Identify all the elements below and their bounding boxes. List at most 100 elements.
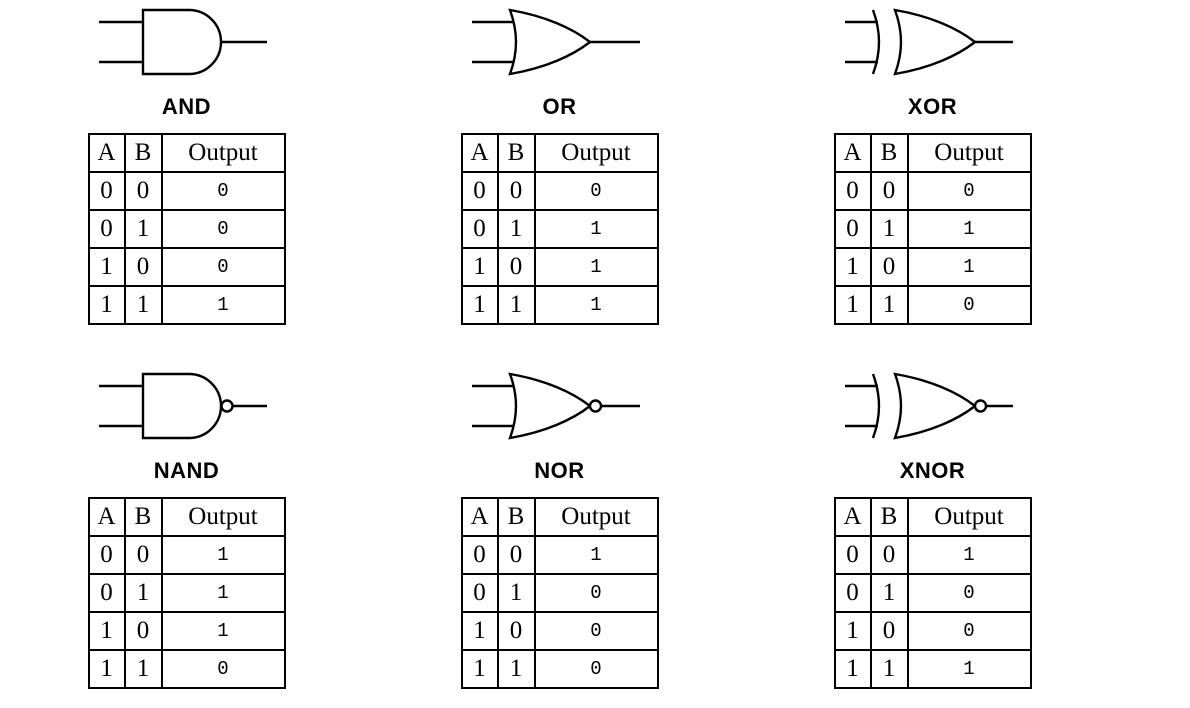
cell-output: 1 — [160, 611, 286, 651]
cell-output: 1 — [533, 535, 659, 575]
table-row: 1 0 1 — [460, 247, 659, 287]
cell-output: 0 — [906, 611, 1032, 651]
header-cell-b: B — [496, 497, 536, 537]
table-row: 0 1 0 — [460, 573, 659, 613]
cell-b: 1 — [123, 649, 163, 689]
table-row: 0 0 1 — [87, 535, 286, 575]
cell-a: 0 — [833, 535, 872, 575]
cell-a: 0 — [87, 171, 126, 211]
cell-b: 1 — [869, 573, 909, 613]
header-cell-output: Output — [906, 497, 1032, 537]
cell-b: 0 — [869, 611, 909, 651]
cell-b: 0 — [123, 171, 163, 211]
cell-b: 1 — [123, 209, 163, 249]
table-header-row: A B Output — [833, 133, 1032, 173]
table-row: 1 0 1 — [833, 247, 1032, 287]
header-cell-b: B — [869, 497, 909, 537]
cell-b: 1 — [869, 649, 909, 689]
cell-b: 0 — [496, 171, 536, 211]
xnor-gate-icon — [844, 372, 1013, 440]
cell-b: 0 — [123, 247, 163, 287]
gate-label-xnor: XNOR — [899, 458, 966, 483]
cell-b: 0 — [496, 247, 536, 287]
gate-label-nand: NAND — [153, 458, 220, 483]
cell-a: 0 — [460, 209, 499, 249]
cell-a: 0 — [460, 535, 499, 575]
cell-output: 1 — [160, 573, 286, 613]
cell-b: 0 — [869, 247, 909, 287]
truth-table-xnor: A B Output 0 0 1 0 1 0 1 0 0 1 1 — [833, 497, 1032, 689]
cell-a: 1 — [87, 649, 126, 689]
header-cell-a: A — [87, 133, 126, 173]
header-cell-b: B — [123, 497, 163, 537]
cell-a: 1 — [87, 285, 126, 325]
header-cell-output: Output — [906, 133, 1032, 173]
cell-b: 1 — [496, 209, 536, 249]
table-row: 1 1 0 — [833, 285, 1032, 325]
gate-panel-nand: NAND A B Output 0 0 1 0 1 1 1 0 1 — [0, 354, 373, 708]
or-gate-icon — [471, 8, 640, 76]
cell-output: 0 — [160, 171, 286, 211]
cell-b: 0 — [869, 171, 909, 211]
header-cell-output: Output — [160, 133, 286, 173]
header-cell-output: Output — [533, 497, 659, 537]
cell-b: 1 — [869, 209, 909, 249]
cell-b: 1 — [496, 573, 536, 613]
truth-table-and: A B Output 0 0 0 0 1 0 1 0 0 1 1 — [87, 133, 286, 325]
cell-a: 0 — [87, 209, 126, 249]
header-cell-a: A — [460, 133, 499, 173]
table-row: 0 0 0 — [460, 171, 659, 211]
cell-b: 1 — [869, 285, 909, 325]
cell-b: 1 — [496, 649, 536, 689]
gate-panel-nor: NOR A B Output 0 0 1 0 1 0 1 0 0 — [373, 354, 746, 708]
gate-panel-xor: XOR A B Output 0 0 0 0 1 1 1 0 1 — [746, 0, 1119, 354]
cell-a: 1 — [833, 285, 872, 325]
table-header-row: A B Output — [833, 497, 1032, 537]
cell-output: 1 — [906, 247, 1032, 287]
cell-output: 0 — [906, 171, 1032, 211]
truth-table-or: A B Output 0 0 0 0 1 1 1 0 1 1 1 — [460, 133, 659, 325]
gate-label-nor: NOR — [534, 458, 585, 483]
table-header-row: A B Output — [460, 133, 659, 173]
cell-output: 0 — [906, 285, 1032, 325]
header-cell-a: A — [460, 497, 499, 537]
cell-a: 0 — [833, 573, 872, 613]
cell-b: 1 — [496, 285, 536, 325]
gate-panel-or: OR A B Output 0 0 0 0 1 1 1 0 1 — [373, 0, 746, 354]
table-row: 0 1 0 — [87, 209, 286, 249]
truth-table-nand: A B Output 0 0 1 0 1 1 1 0 1 1 1 — [87, 497, 286, 689]
cell-a: 0 — [460, 573, 499, 613]
cell-a: 0 — [833, 171, 872, 211]
cell-a: 1 — [833, 247, 872, 287]
cell-a: 0 — [87, 535, 126, 575]
xor-gate-icon — [844, 8, 1013, 76]
table-row: 0 1 1 — [87, 573, 286, 613]
table-row: 1 0 0 — [833, 611, 1032, 651]
nor-gate-icon — [471, 372, 640, 440]
cell-output: 0 — [906, 573, 1032, 613]
cell-output: 1 — [906, 535, 1032, 575]
cell-output: 1 — [533, 247, 659, 287]
gate-label-and: AND — [161, 94, 212, 119]
cell-a: 1 — [460, 247, 499, 287]
cell-b: 0 — [496, 535, 536, 575]
cell-output: 0 — [533, 573, 659, 613]
cell-b: 0 — [496, 611, 536, 651]
gate-panel-and: AND A B Output 0 0 0 0 1 0 1 0 0 — [0, 0, 373, 354]
nand-gate-icon — [98, 372, 267, 440]
header-cell-b: B — [869, 133, 909, 173]
table-row: 1 0 1 — [87, 611, 286, 651]
cell-output: 1 — [533, 285, 659, 325]
cell-a: 0 — [460, 171, 499, 211]
cell-a: 1 — [460, 649, 499, 689]
cell-b: 1 — [123, 573, 163, 613]
table-header-row: A B Output — [87, 133, 286, 173]
cell-a: 1 — [833, 649, 872, 689]
gate-label-xor: XOR — [907, 94, 958, 119]
cell-output: 0 — [160, 209, 286, 249]
table-row: 0 0 1 — [833, 535, 1032, 575]
cell-output: 0 — [533, 611, 659, 651]
cell-output: 0 — [160, 247, 286, 287]
cell-a: 1 — [87, 611, 126, 651]
